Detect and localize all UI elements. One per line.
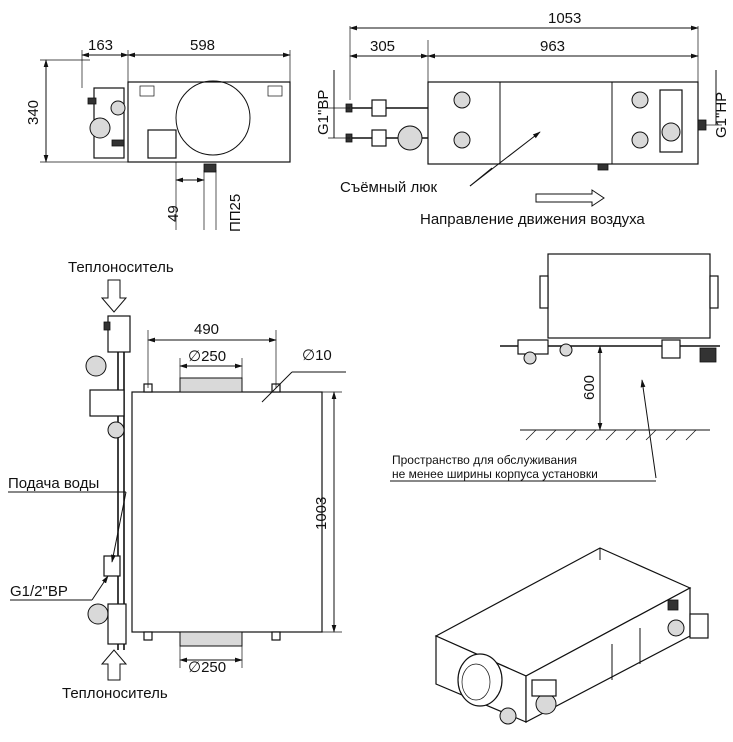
front-view (87, 80, 291, 173)
plan-view-labels: Теплоноситель Подача воды G1/2"BP Теплон… (8, 259, 174, 702)
side-view-dimensions: 1053 305 963 G1"BP G1"HP (315, 10, 730, 139)
plan-view (85, 315, 323, 650)
service-view-dimensions: 600 Пространство для обслуживания не мен… (390, 345, 657, 482)
side-view-labels: Съёмный люк Направление движения воздуха (340, 131, 645, 228)
label-heat-carrier-top: Теплоноситель (68, 259, 174, 276)
label-service-space-line1: Пространство для обслуживания (392, 453, 577, 467)
front-view-dimensions: 163 598 340 49 ПП25 (25, 37, 291, 232)
floor-hatching (525, 429, 697, 441)
label-removable-hatch: Съёмный люк (340, 179, 437, 196)
dimension-1053: 1053 (548, 10, 581, 27)
dimension-305: 305 (370, 38, 395, 55)
isometric-piping (499, 599, 709, 725)
side-view-right-piping (659, 89, 707, 153)
label-heat-carrier-bottom: Теплоноситель (62, 685, 168, 702)
dimension-600: 600 (581, 375, 598, 400)
arrow-up-icon (100, 649, 128, 681)
dimension-d250-bottom: ∅250 (188, 659, 226, 676)
arrow-down-icon (100, 279, 128, 313)
service-view (500, 253, 720, 441)
dimension-340: 340 (25, 100, 42, 125)
thread-g1-br: G1"BP (315, 90, 332, 135)
thread-g1-hp: G1"HP (713, 92, 730, 138)
side-view (345, 81, 707, 171)
plan-view-piping (85, 315, 131, 650)
side-view-left-piping (345, 99, 428, 151)
isometric-view (434, 547, 709, 725)
dimension-163: 163 (88, 37, 113, 54)
dimension-d10: ∅10 (302, 347, 332, 364)
label-air-direction: Направление движения воздуха (420, 211, 645, 228)
dimension-pp25: ПП25 (227, 194, 244, 232)
dimension-598: 598 (190, 37, 215, 54)
dimension-490: 490 (194, 321, 219, 338)
dimension-963: 963 (540, 38, 565, 55)
plan-view-dimensions: 490 ∅250 ∅10 1003 ∅250 (147, 321, 346, 676)
label-water-supply: Подача воды (8, 475, 99, 492)
airflow-arrow-icon (535, 189, 605, 207)
label-g12-thread: G1/2"BP (10, 583, 68, 600)
dimension-1003: 1003 (313, 497, 330, 530)
front-view-valve-assembly (87, 87, 126, 159)
dimension-49: 49 (165, 205, 182, 222)
label-service-space-line2: не менее ширины корпуса установки (392, 467, 598, 481)
dimension-d250-top: ∅250 (188, 348, 226, 365)
